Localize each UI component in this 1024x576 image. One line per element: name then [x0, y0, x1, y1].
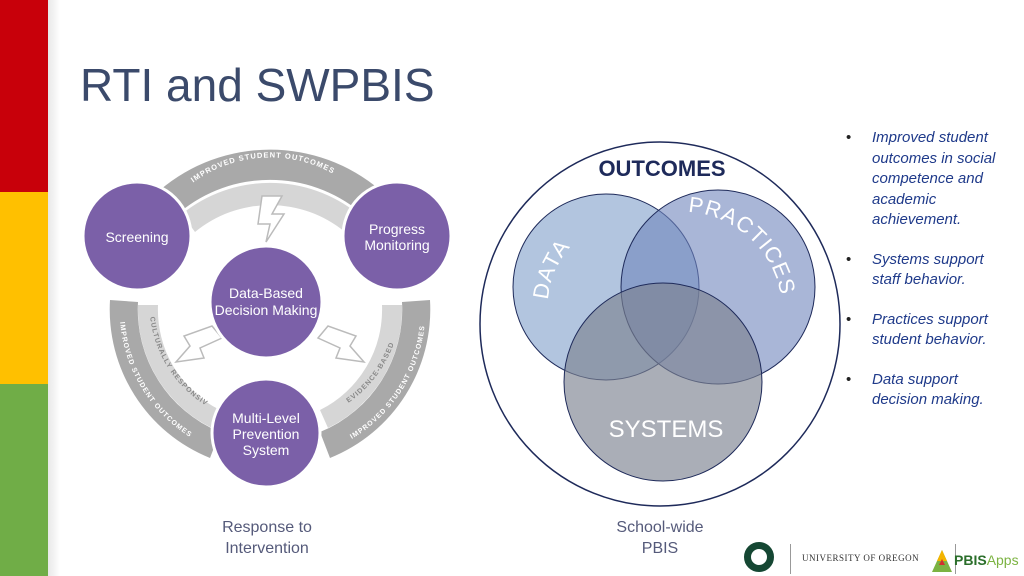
bullet-list: Improved student outcomes in social comp…	[846, 128, 1014, 430]
node-progress-monitoring: Progress Monitoring	[341, 180, 453, 292]
node-progress-line-1: Progress	[369, 221, 425, 237]
node-progress-line-2: Monitoring	[364, 237, 429, 253]
rti-inner-ring-left	[137, 305, 220, 428]
sidebar-yellow-band	[0, 192, 48, 384]
pbis-caption: School-wide PBIS	[590, 517, 730, 559]
pbis-triangle-icon	[932, 550, 952, 572]
node-center-line-1: Data-Based	[229, 285, 303, 301]
pbis-caption-line-2: PBIS	[641, 540, 679, 557]
rti-caption-line-1: Response to	[222, 519, 312, 536]
bullet-item: Improved student outcomes in social comp…	[846, 128, 1014, 231]
node-center-line-2: Decision Making	[215, 302, 318, 318]
node-screening-line-1: Screening	[105, 229, 168, 245]
node-multi-line-1: Multi-Level	[232, 410, 300, 426]
pbis-diagram: OUTCOMES DATA PRACTICES SYSTEMS	[479, 141, 841, 507]
systems-label: SYSTEMS	[609, 416, 724, 443]
sidebar-green-band	[0, 384, 48, 576]
rti-inner-ring-top	[182, 182, 358, 232]
rti-outer-ring-right	[320, 300, 431, 458]
sidebar-red-band	[0, 0, 48, 192]
pbis-apps-wordmark: PBISApps	[954, 552, 1019, 568]
pbis-wordmark-light: Apps	[986, 552, 1019, 568]
university-wordmark: UNIVERSITY OF OREGON	[802, 553, 920, 563]
bullet-item: Practices support student behavior.	[846, 310, 1014, 351]
sidebar-shadow	[48, 0, 60, 576]
outcomes-label: OUTCOMES	[598, 156, 725, 181]
rti-outer-ring-top	[160, 149, 380, 212]
node-multi-line-3: System	[243, 442, 290, 458]
rti-caption-line-2: Intervention	[225, 540, 309, 557]
rti-outer-ring-left	[109, 300, 220, 458]
rti-caption: Response to Intervention	[196, 517, 338, 559]
lightning-arrow-left-icon	[174, 325, 224, 364]
lightning-arrow-right-icon	[316, 325, 366, 364]
pbis-caption-line-1: School-wide	[616, 519, 704, 536]
pbis-apps-logo: PBISApps	[930, 546, 1024, 574]
node-multi-line-2: Prevention	[233, 426, 300, 442]
rti-inner-ring-right	[320, 305, 403, 428]
systems-circle	[563, 282, 763, 482]
university-wordmark-box	[790, 544, 956, 574]
color-sidebar	[0, 0, 48, 576]
bullet-item: Systems support staff behavior.	[846, 250, 1014, 291]
bullet-item: Data support decision making.	[846, 370, 1014, 411]
lightning-arrow-top-icon	[257, 195, 286, 243]
university-o-logo-icon	[744, 542, 774, 572]
rti-diagram: IMPROVED STUDENT OUTCOMES IMPROVED STUDE…	[0, 0, 453, 489]
pbis-wordmark-bold: PBIS	[954, 552, 987, 568]
node-multi-level-prevention: Multi-Level Prevention System	[210, 377, 322, 489]
node-screening: Screening	[81, 180, 193, 292]
node-data-based-decision-making: Data-Based Decision Making	[208, 244, 324, 360]
slide-title: RTI and SWPBIS	[80, 59, 435, 111]
footer-logos: UNIVERSITY OF OREGON PBISApps	[740, 540, 1024, 576]
